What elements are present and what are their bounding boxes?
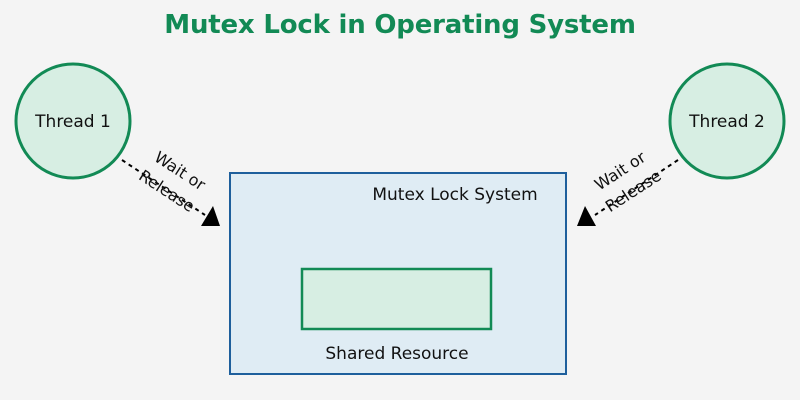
edge-thread1-dashed-line <box>121 159 206 216</box>
edge-thread2-dashed-line <box>594 159 679 216</box>
shared-resource-box <box>300 267 493 331</box>
thread-2-node: Thread 2 <box>668 62 786 180</box>
thread-2-label: Thread 2 <box>688 112 765 132</box>
shared-resource-label: Shared Resource <box>325 344 468 364</box>
edge-thread2-arrowhead <box>577 206 596 226</box>
thread-1-node: Thread 1 <box>14 62 132 180</box>
thread-2-circle <box>668 62 786 180</box>
thread-1-circle <box>14 62 132 180</box>
mutex-lock-system-label: Mutex Lock System <box>372 185 537 205</box>
edge-thread2-to-mutex: Wait or Release <box>577 147 679 226</box>
diagram-title: Mutex Lock in Operating System <box>164 10 636 40</box>
edge-thread1-to-mutex: Wait or Release <box>121 147 220 226</box>
edge-thread1-arrowhead <box>201 206 220 226</box>
thread-1-label: Thread 1 <box>34 112 111 132</box>
